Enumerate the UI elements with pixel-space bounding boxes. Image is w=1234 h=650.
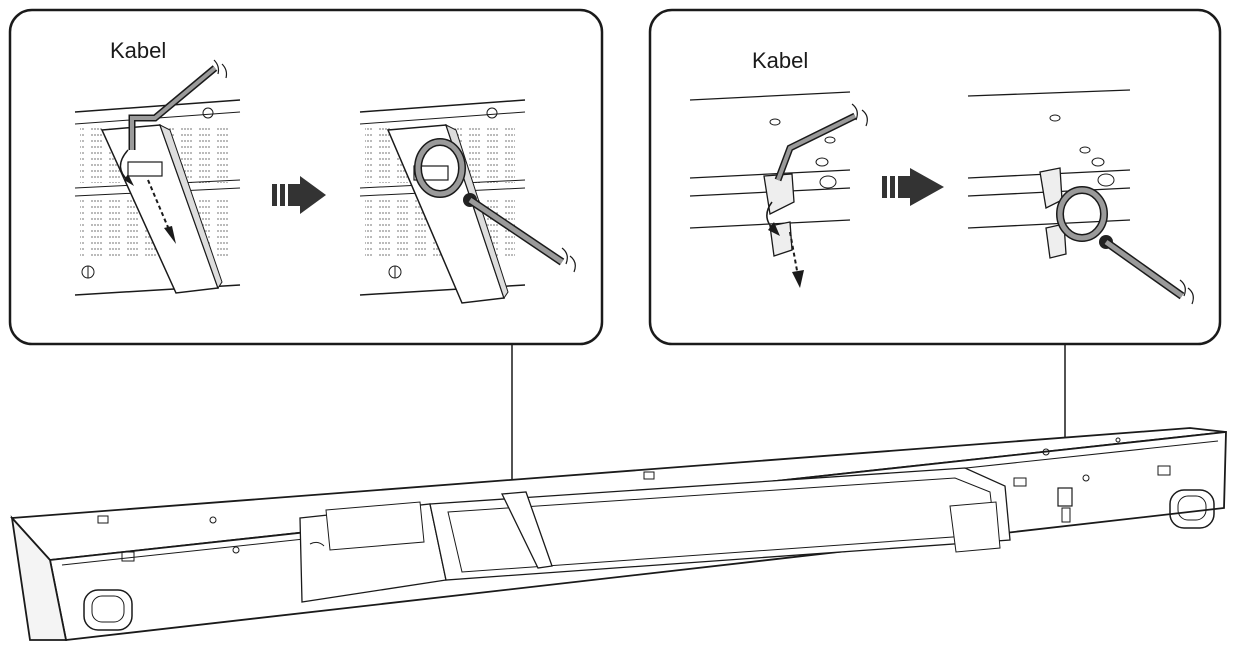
arrow-right-icon bbox=[882, 168, 944, 206]
cable-label-right: Kabel bbox=[752, 48, 809, 73]
callout-box-right bbox=[648, 8, 1222, 346]
panel-left-before bbox=[74, 59, 241, 296]
panel-right-before bbox=[689, 91, 868, 288]
panel-left-after bbox=[359, 99, 576, 304]
cable-label-left: Kabel bbox=[110, 38, 167, 63]
soundbar-illustration bbox=[10, 427, 1227, 641]
panel-right-after bbox=[967, 89, 1194, 305]
arrow-right-icon bbox=[272, 176, 326, 214]
callout-box-left bbox=[8, 8, 604, 346]
